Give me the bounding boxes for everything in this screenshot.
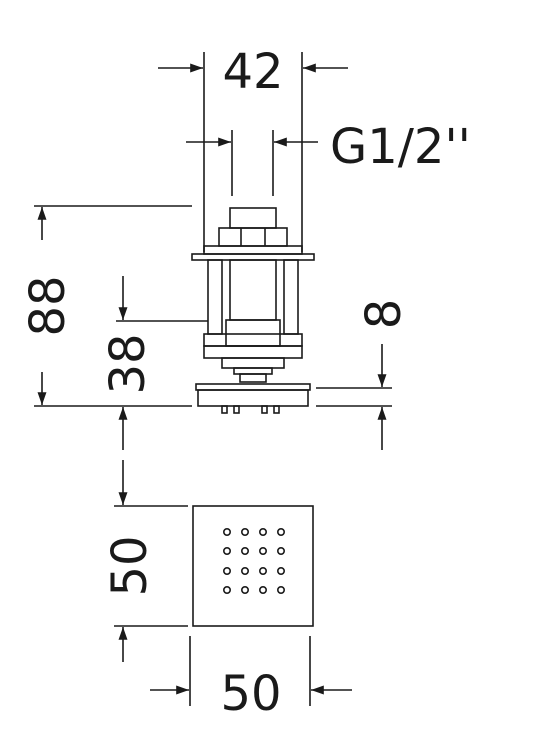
label-50-vertical: 50	[102, 535, 158, 596]
dim-8	[316, 344, 392, 450]
dim-thread	[186, 130, 318, 196]
dim-88	[34, 205, 192, 407]
nozzle-grid	[223, 527, 285, 594]
dim-42	[158, 52, 348, 252]
jet-side-view	[191, 207, 315, 414]
dim-38	[116, 276, 208, 450]
dim-50-vertical	[114, 460, 188, 662]
dim-50-horizontal	[150, 636, 352, 706]
label-42: 42	[222, 44, 283, 100]
label-8: 8	[356, 299, 412, 330]
jet-front-view	[192, 505, 314, 627]
label-50-horizontal: 50	[220, 666, 281, 722]
label-thread: G1/2''	[330, 119, 471, 175]
label-88: 88	[20, 275, 76, 336]
label-38: 38	[100, 333, 156, 394]
